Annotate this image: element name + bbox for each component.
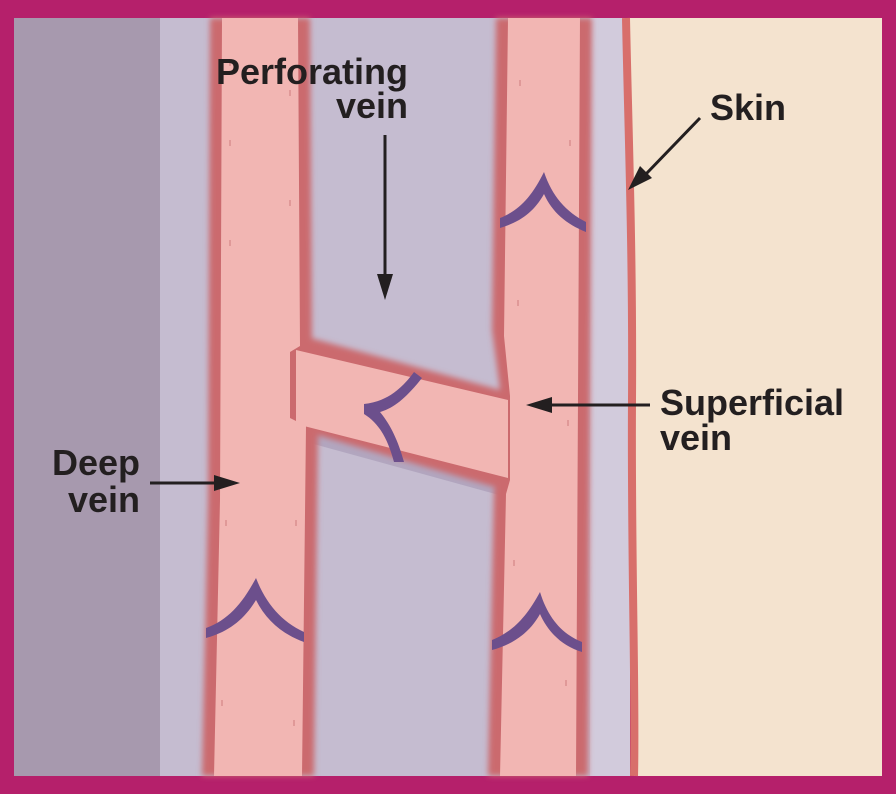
deep-label-line1: Deep bbox=[52, 442, 140, 483]
superficial-label-line2: vein bbox=[660, 417, 732, 458]
perforating-label-line2: vein bbox=[336, 85, 408, 126]
superficial-vein-body bbox=[500, 18, 580, 776]
fascia-layer bbox=[590, 18, 630, 776]
skin-label: Skin bbox=[710, 87, 786, 128]
deep-label-line2: vein bbox=[68, 479, 140, 520]
